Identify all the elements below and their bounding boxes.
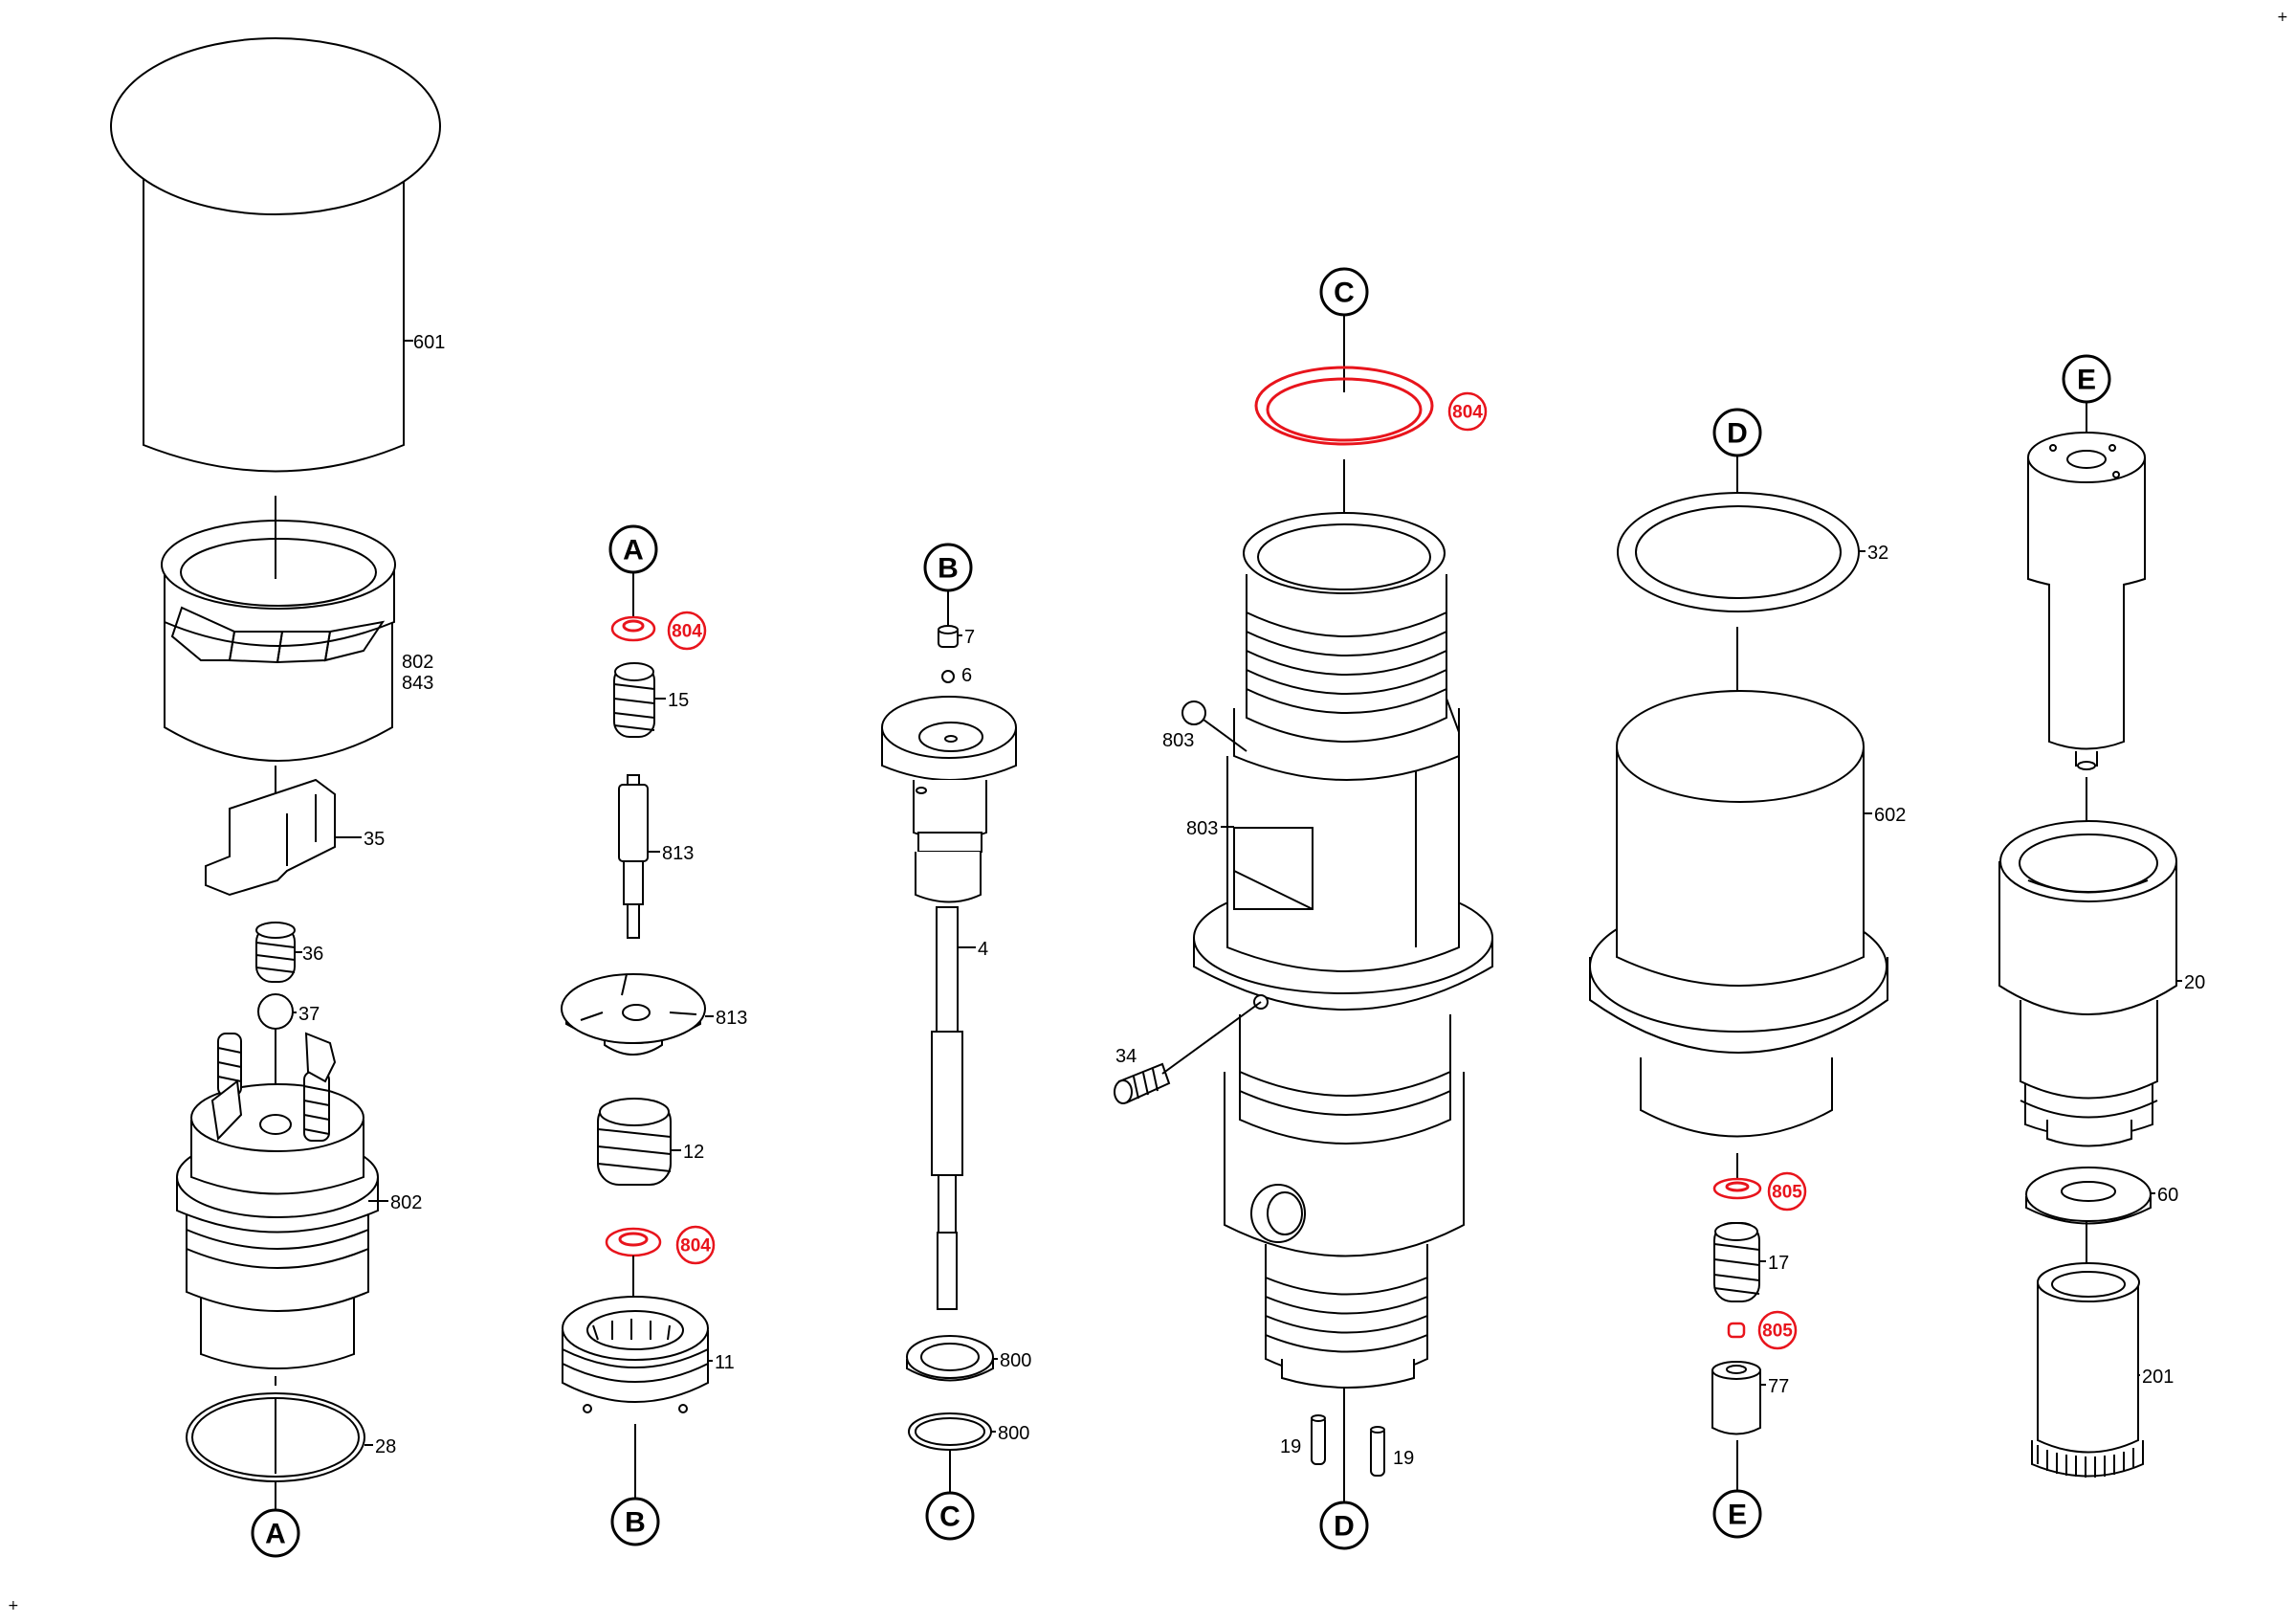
spring-15 xyxy=(613,662,655,738)
label-7: 7 xyxy=(964,627,975,648)
marker-a-bottom-label: A xyxy=(265,1519,286,1550)
nut-802 xyxy=(161,520,396,762)
label-802-nut: 802 xyxy=(402,652,433,673)
piece-77 xyxy=(1711,1361,1761,1435)
label-804-seal: 804 xyxy=(1452,403,1483,423)
label-805-upper: 805 xyxy=(1772,1183,1802,1203)
valve-4 xyxy=(881,696,1017,1310)
shim-805-lower: 805 xyxy=(1727,1310,1798,1350)
label-35: 35 xyxy=(364,829,385,850)
label-803-body: 803 xyxy=(1186,818,1218,839)
label-19-right: 19 xyxy=(1393,1448,1414,1469)
body-802 xyxy=(176,1032,379,1369)
marker-e-bottom xyxy=(1712,1489,1762,1539)
marker-c-bottom xyxy=(925,1491,975,1541)
label-804-upper: 804 xyxy=(672,622,702,642)
label-602: 602 xyxy=(1874,805,1906,826)
label-601: 601 xyxy=(413,332,445,353)
injector-body xyxy=(1193,512,1493,1389)
label-34: 34 xyxy=(1115,1046,1137,1067)
label-37: 37 xyxy=(298,1004,320,1025)
washer-800-upper xyxy=(906,1335,994,1382)
pin-19-right xyxy=(1370,1426,1385,1477)
label-800-lower: 800 xyxy=(998,1423,1029,1444)
corner-mark-top-right: + xyxy=(2277,10,2288,25)
label-813-disc: 813 xyxy=(716,1008,747,1029)
label-11: 11 xyxy=(715,1352,735,1373)
marker-d-bottom-label: D xyxy=(1334,1511,1355,1543)
label-6: 6 xyxy=(961,665,972,686)
seal-ring-804: 804 xyxy=(1254,366,1488,446)
label-28: 28 xyxy=(375,1436,396,1457)
disc-813 xyxy=(561,973,706,1056)
marker-a-top-label: A xyxy=(623,535,644,567)
label-843: 843 xyxy=(402,673,433,694)
pin-19-left xyxy=(1311,1414,1326,1465)
label-201: 201 xyxy=(2142,1367,2174,1388)
shim-804-lower: 804 xyxy=(605,1225,716,1265)
label-32: 32 xyxy=(1867,543,1888,564)
ring-800-lower xyxy=(908,1412,992,1451)
spring-36 xyxy=(255,922,296,983)
label-15: 15 xyxy=(668,690,689,711)
label-802-body: 802 xyxy=(390,1192,422,1213)
marker-a-bottom xyxy=(251,1508,300,1558)
marker-b-bottom xyxy=(610,1497,660,1546)
label-804-lower: 804 xyxy=(680,1236,711,1256)
label-4: 4 xyxy=(978,939,988,960)
spring-12 xyxy=(597,1098,672,1186)
pin-813 xyxy=(618,774,649,939)
marker-d-bottom xyxy=(1319,1501,1369,1550)
marker-c-top-label: C xyxy=(1334,278,1355,309)
sleeve-201 xyxy=(2031,1262,2144,1478)
ball-6 xyxy=(941,670,955,683)
label-19-left: 19 xyxy=(1280,1436,1301,1457)
marker-c-bottom-label: C xyxy=(939,1501,960,1533)
marker-e-top-label: E xyxy=(2077,365,2096,396)
label-805-lower: 805 xyxy=(1762,1322,1793,1342)
marker-b-bottom-label: B xyxy=(625,1507,646,1539)
label-803-ball: 803 xyxy=(1162,730,1194,751)
nozzle-nut-20 xyxy=(1998,820,2177,1147)
label-36: 36 xyxy=(302,944,323,965)
label-20: 20 xyxy=(2184,972,2205,993)
label-12: 12 xyxy=(683,1142,704,1163)
spring-17 xyxy=(1713,1222,1760,1302)
stop-7 xyxy=(938,625,959,648)
corner-mark-bottom-left: + xyxy=(8,1598,19,1613)
seal-ring-32 xyxy=(1617,492,1860,612)
label-813-pin: 813 xyxy=(662,843,694,864)
lock-nut-11 xyxy=(562,1296,709,1413)
clip-35 xyxy=(205,778,336,897)
nozzle xyxy=(2027,432,2146,770)
label-800-upper: 800 xyxy=(1000,1350,1031,1371)
marker-e-bottom-label: E xyxy=(1728,1500,1747,1531)
label-77: 77 xyxy=(1768,1376,1789,1397)
cap-601 xyxy=(110,37,441,473)
ball-803 xyxy=(1181,700,1206,725)
screw-34 xyxy=(1114,1062,1171,1104)
washer-60 xyxy=(2025,1167,2152,1225)
marker-d-top-label: D xyxy=(1727,418,1748,450)
label-17: 17 xyxy=(1768,1253,1789,1274)
marker-b-top-label: B xyxy=(938,553,959,585)
shim-804-upper: 804 xyxy=(610,611,707,651)
sleeve-602 xyxy=(1589,690,1888,1138)
shim-805-upper: 805 xyxy=(1712,1171,1807,1212)
label-60: 60 xyxy=(2157,1185,2178,1206)
ball-37 xyxy=(257,993,294,1030)
